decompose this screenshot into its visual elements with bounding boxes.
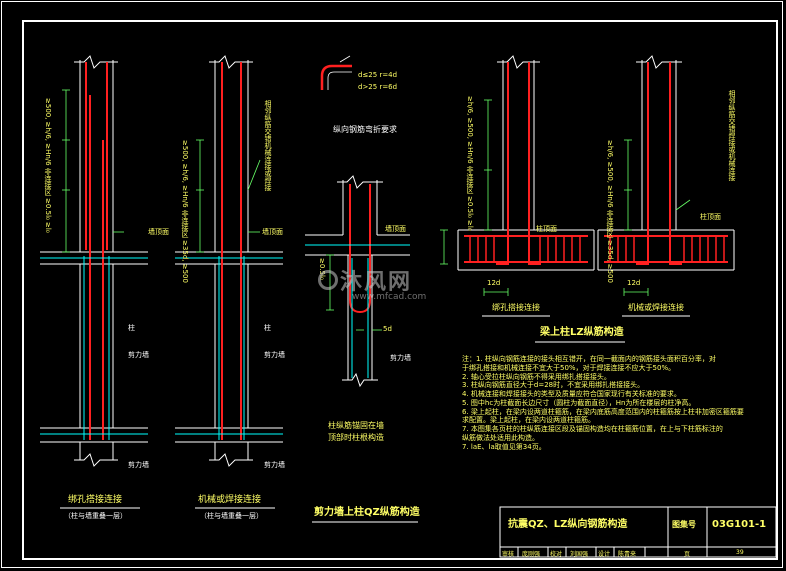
label-qiangding-2: 墙顶面 xyxy=(262,228,283,236)
detail-mech-splice-rebar xyxy=(221,62,242,440)
atlas-number: 03G101-1 xyxy=(712,519,767,530)
label-wall-3: 剪力墙 xyxy=(390,354,411,362)
tb-design-name: 陈青来 xyxy=(618,551,637,558)
detail-lap-splice-dims xyxy=(62,89,124,253)
detail-beam-mech xyxy=(597,55,735,271)
drawing-title: 抗震QZ、LZ纵向钢筋构造 xyxy=(508,519,628,530)
title-block-grid xyxy=(499,506,777,558)
note-line: 5. 图中hc为柱截面长边尺寸（圆柱为截面直径），Hn为所在楼层的柱净高。 xyxy=(462,398,696,407)
tb-check-label: 校对 xyxy=(550,551,563,558)
label-zhuding-4: 柱顶面 xyxy=(536,225,557,233)
detail-beam-mech-stirrups xyxy=(609,236,725,262)
dim-label-detail-4: ≥h/6, ≥500, ≥Hn/6 非连接区 ≥0.5l₀ ≥l₀ xyxy=(466,96,474,231)
notes-block: 注：1. 柱纵向钢筋连接的接头相互错开，在同一截面内的钢筋接头面积百分率，对 于… xyxy=(462,355,744,451)
caption-underlines xyxy=(60,315,690,523)
watermark-brand: 沐风网 xyxy=(340,270,413,295)
label-qiangding-1: 墙顶面 xyxy=(148,228,169,236)
detail-beam-lap-stirrups xyxy=(469,236,581,262)
bend-title: 纵向钢筋弯折要求 xyxy=(333,125,397,134)
dim-label-detail-2: ≥500, ≥h/6, ≥Hn/6 非连接区 ≥35d, ≥500 xyxy=(181,140,189,283)
caption-detail-1: 绑孔搭接连接 xyxy=(68,495,123,505)
dim-12d-b: 12d xyxy=(627,279,641,287)
dim-12d-a: 12d xyxy=(487,279,501,287)
bend-detail xyxy=(320,55,352,90)
note-line: 于绑孔搭接和机械连接不宜大于50%，对于焊接连接不应大于50%。 xyxy=(462,363,676,372)
bend-rule-1: d≤25 r=4d xyxy=(358,71,398,79)
caption-main-left: 剪力墙上柱QZ纵筋构造 xyxy=(314,507,420,518)
detail-beam-mech-rebar xyxy=(604,62,728,265)
tb-check-name: 刘国强 xyxy=(570,551,589,558)
dim-label-detail-5: ≥h/6, ≥500, ≥Hn/6 非连接区 ≥35d, ≥500 xyxy=(606,140,614,283)
label-zhu-1: 柱 xyxy=(128,324,135,332)
label-wall-2b: 剪力墙 xyxy=(264,461,285,469)
detail-mech-splice-wall-bars xyxy=(175,256,283,440)
caption-main-right: 梁上柱LZ纵筋构造 xyxy=(540,327,624,338)
tb-review-label: 审核 xyxy=(502,551,515,558)
label-wall-1b: 剪力墙 xyxy=(128,461,149,469)
tb-page-number: 39 xyxy=(736,549,744,556)
note-line: 求配置。梁上起柱，在梁内设两道柱箍筋。 xyxy=(462,416,595,425)
dim-label-detail-3: ≥0.5l₀ xyxy=(318,258,326,280)
note-line: 4. 机械连接和焊接接头的类型及质量应符合国家现行有关标准的要求。 xyxy=(462,390,681,398)
caption-detail-3b: 顶部时柱根构造 xyxy=(328,433,384,442)
caption-detail-2: 机械或焊接连接 xyxy=(198,495,262,505)
tb-design-label: 设计 xyxy=(598,551,611,558)
side-note-detail-5: 相邻纵筋交错焊接或机械连接 xyxy=(728,90,736,181)
caption-detail-4: 绑孔搭接连接 xyxy=(492,303,540,312)
note-line: 注：1. 柱纵向钢筋连接的接头相互错开，在同一截面内的钢筋接头面积百分率，对 xyxy=(462,355,716,363)
caption-detail-5: 机械或焊接连接 xyxy=(628,303,684,312)
detail-lap-splice-wall-bars xyxy=(40,256,148,440)
side-note-detail-2: 相邻纵筋交错机械连接或焊接 xyxy=(264,100,272,191)
bend-rule-2: d>25 r=6d xyxy=(358,83,398,91)
caption-detail-1-sub: （柱与墙重叠一层） xyxy=(64,512,127,520)
note-line: 6. 梁上起柱，在梁内设两道柱箍筋，在梁内底筋高度范围内的柱箍筋按上柱非加密区箍… xyxy=(462,407,744,416)
watermark-logo-icon xyxy=(318,270,338,290)
note-line: 7. 本图集各页柱的柱纵筋连接区段及锚固构造均在柱箍筋位置，在上与下柱筋标注的 xyxy=(462,425,723,433)
label-zhu-2: 柱 xyxy=(264,324,271,332)
detail-lap-splice-rebar xyxy=(85,62,108,440)
dim-label-detail-1: ≥500, ≥h/6, ≥Hn/6 非连接区 ≥0.5l₀ ≥l₀ xyxy=(44,98,52,233)
note-line: 纵筋做法处适用此构造。 xyxy=(462,433,539,442)
detail-wall-top-rebar xyxy=(349,184,371,314)
detail-beam-lap xyxy=(457,55,595,271)
caption-detail-2-sub: （柱与墙重叠一层） xyxy=(200,512,263,520)
atlas-label: 图集号 xyxy=(672,520,696,529)
detail-lap-splice xyxy=(40,55,148,467)
note-line: 3. 柱纵向钢筋直径大于d=28时，不宜采用绑扎搭接接头。 xyxy=(462,381,645,390)
detail-beam-lap-rebar xyxy=(464,62,588,265)
detail-wall-top xyxy=(305,175,410,388)
label-zhuding-5: 柱顶面 xyxy=(700,213,721,221)
label-qiangding-3: 墙顶面 xyxy=(385,225,406,233)
watermark-url: www.mfcad.com xyxy=(352,292,427,302)
note-line: 2. 轴心受拉柱纵向钢筋不得采用绑扎搭接接头。 xyxy=(462,372,611,381)
note-line: 7. laE、la取值见第34页。 xyxy=(462,442,546,451)
tb-page-label: 页 xyxy=(684,551,691,558)
detail-mech-splice xyxy=(175,55,283,467)
caption-detail-3a: 柱纵筋锚固在墙 xyxy=(328,421,384,430)
dim-5d: 5d xyxy=(383,325,392,333)
drawing-border-inner xyxy=(22,20,778,560)
label-wall-2a: 剪力墙 xyxy=(264,351,285,359)
tb-review-name: 庞刚强 xyxy=(522,551,541,558)
label-wall-1a: 剪力墙 xyxy=(128,351,149,359)
